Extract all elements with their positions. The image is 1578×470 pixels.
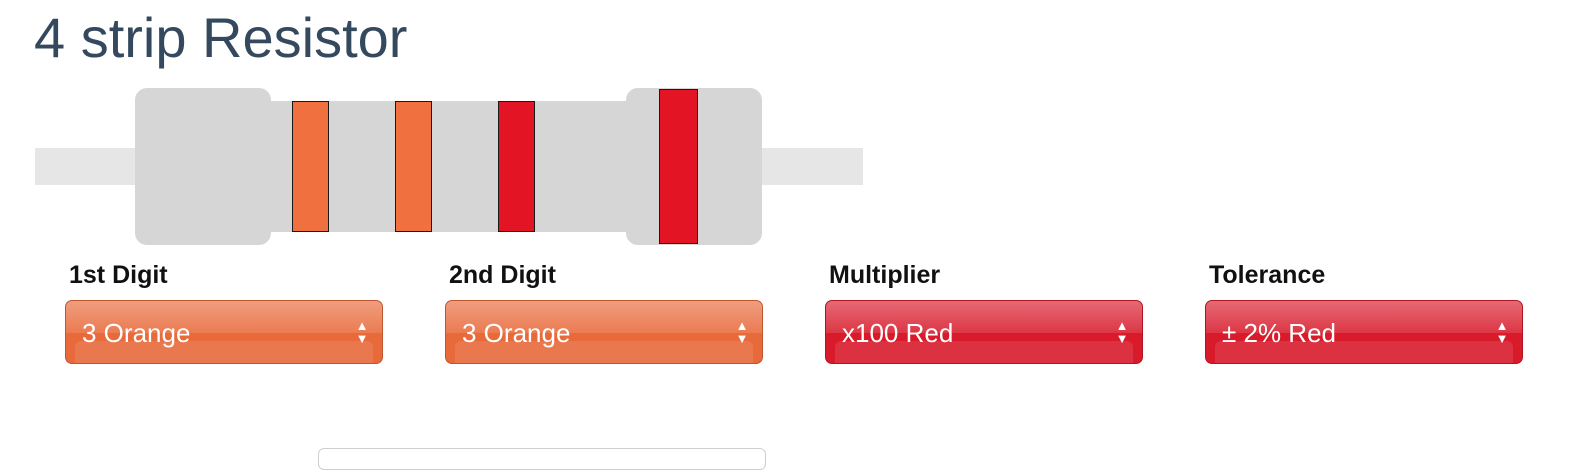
second-digit-value: 3 Orange: [462, 318, 571, 348]
multiplier-select[interactable]: x100 Red ▲▼: [825, 300, 1143, 364]
band-3: [498, 101, 535, 232]
first-digit-control: 1st Digit 3 Orange ▲▼: [65, 262, 385, 364]
up-down-arrows-icon: ▲▼: [1115, 318, 1129, 346]
tolerance-label: Tolerance: [1209, 261, 1326, 289]
tolerance-control: Tolerance ± 2% Red ▲▼: [1205, 262, 1525, 364]
resistor-lead-right: [755, 148, 863, 185]
resistor-diagram: [0, 0, 900, 260]
result-input[interactable]: [318, 448, 766, 470]
multiplier-control: Multiplier x100 Red ▲▼: [825, 262, 1145, 364]
resistor-lead-left: [35, 148, 145, 185]
multiplier-label: Multiplier: [829, 261, 941, 289]
resistor-cap-left: [135, 88, 271, 245]
second-digit-control: 2nd Digit 3 Orange ▲▼: [445, 262, 765, 364]
band-4: [659, 89, 698, 244]
second-digit-select[interactable]: 3 Orange ▲▼: [445, 300, 763, 364]
first-digit-select[interactable]: 3 Orange ▲▼: [65, 300, 383, 364]
band-2: [395, 101, 432, 232]
multiplier-value: x100 Red: [842, 318, 954, 348]
tolerance-value: ± 2% Red: [1222, 318, 1336, 348]
second-digit-label: 2nd Digit: [449, 261, 556, 289]
first-digit-value: 3 Orange: [82, 318, 191, 348]
up-down-arrows-icon: ▲▼: [355, 318, 369, 346]
page-title: 4 strip Resistor: [34, 6, 408, 69]
tolerance-select[interactable]: ± 2% Red ▲▼: [1205, 300, 1523, 364]
up-down-arrows-icon: ▲▼: [1495, 318, 1509, 346]
band-1: [292, 101, 329, 232]
first-digit-label: 1st Digit: [69, 261, 168, 289]
up-down-arrows-icon: ▲▼: [735, 318, 749, 346]
